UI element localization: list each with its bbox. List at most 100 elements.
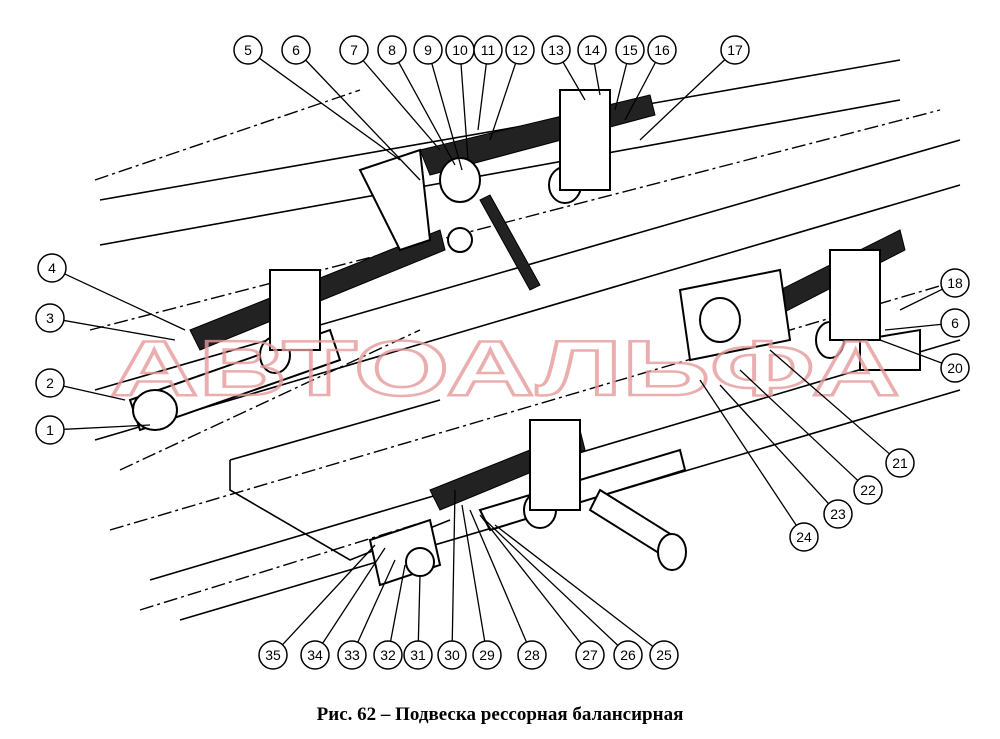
callout-label: 28 <box>524 647 540 663</box>
callout-label: 34 <box>307 647 323 663</box>
leader-line <box>739 369 859 481</box>
leader-line <box>460 63 469 161</box>
callout-label: 35 <box>265 647 281 663</box>
callout-circle <box>472 640 502 670</box>
leader-line <box>63 385 126 401</box>
axles <box>128 89 921 587</box>
callout-9: 9 <box>413 35 463 171</box>
callout-7: 7 <box>339 35 441 151</box>
leader-line <box>484 519 619 646</box>
callout-6: 6 <box>884 308 970 338</box>
leader-line <box>461 504 486 642</box>
callout-label: 16 <box>654 42 670 58</box>
callout-circle <box>615 35 645 65</box>
callout-label: 5 <box>244 42 252 58</box>
callout-20: 20 <box>879 339 970 383</box>
leader-line <box>258 57 401 161</box>
callout-circle <box>233 35 263 65</box>
callout-label: 33 <box>344 647 360 663</box>
callout-8: 8 <box>377 35 456 166</box>
leader-line <box>305 59 421 181</box>
leader-line <box>63 319 176 341</box>
callout-label: 14 <box>584 42 600 58</box>
callout-11: 11 <box>473 35 503 131</box>
callout-17: 17 <box>639 35 750 141</box>
leader-line <box>477 63 487 131</box>
callout-circle <box>377 35 407 65</box>
callout-33: 33 <box>337 559 396 670</box>
callout-label: 9 <box>424 42 432 58</box>
callout-circle <box>505 35 535 65</box>
leader-line <box>593 63 601 96</box>
callout-label: 32 <box>380 647 396 663</box>
callout-circle <box>647 35 677 65</box>
callout-15: 15 <box>614 35 645 111</box>
leader-line <box>562 61 586 101</box>
callout-circle <box>473 35 503 65</box>
callout-label: 18 <box>947 275 963 291</box>
leader-line <box>479 514 582 645</box>
callout-circle <box>613 640 643 670</box>
callout-circle <box>823 499 853 529</box>
callout-23: 23 <box>719 384 853 529</box>
callout-label: 30 <box>444 647 460 663</box>
leader-line <box>64 273 186 331</box>
callout-label: 1 <box>46 422 54 438</box>
callout-circle <box>940 308 970 338</box>
callout-label: 13 <box>548 42 564 58</box>
callout-label: 8 <box>388 42 396 58</box>
leader-line <box>624 62 657 121</box>
callout-label: 29 <box>479 647 495 663</box>
leader-line <box>63 424 151 430</box>
callout-27: 27 <box>479 514 605 670</box>
callout-label: 26 <box>620 647 636 663</box>
callout-30: 30 <box>437 489 467 670</box>
callout-label: 31 <box>410 647 426 663</box>
callout-label: 2 <box>46 375 54 391</box>
leader-line <box>362 60 441 151</box>
leader-line <box>451 489 456 642</box>
leader-line <box>398 61 456 166</box>
callout-circle <box>517 640 547 670</box>
callout-label: 4 <box>48 260 56 276</box>
callout-4: 4 <box>37 253 186 331</box>
callout-circle <box>281 35 311 65</box>
callout-31: 31 <box>403 574 433 670</box>
callout-circle <box>940 353 970 383</box>
callout-16: 16 <box>624 35 677 121</box>
leader-line <box>899 288 943 311</box>
callout-32: 32 <box>373 564 406 670</box>
callout-label: 6 <box>951 315 959 331</box>
callout-29: 29 <box>461 504 502 670</box>
callout-circle <box>35 303 65 333</box>
leader-line <box>769 349 890 455</box>
leader-line <box>417 574 421 642</box>
callout-18: 18 <box>899 268 970 311</box>
callout-21: 21 <box>769 349 915 478</box>
callout-circle <box>649 640 679 670</box>
callout-13: 13 <box>541 35 586 101</box>
callout-label: 25 <box>656 647 672 663</box>
callout-label: 12 <box>512 42 528 58</box>
leader-line <box>389 564 406 642</box>
callout-circle <box>720 35 750 65</box>
callout-label: 23 <box>830 506 846 522</box>
callout-label: 17 <box>727 42 743 58</box>
callout-circle <box>373 640 403 670</box>
callout-label: 22 <box>860 482 876 498</box>
leader-line <box>699 379 797 526</box>
figure-caption: Рис. 62 – Подвеска рессорная балансирная <box>316 704 684 725</box>
callout-26: 26 <box>484 519 643 670</box>
callout-label: 27 <box>582 647 598 663</box>
callout-35: 35 <box>258 544 376 670</box>
callout-label: 24 <box>796 529 812 545</box>
leader-line <box>639 59 726 141</box>
callout-circle <box>258 640 288 670</box>
callout-2: 2 <box>35 368 126 401</box>
leader-line <box>489 63 517 141</box>
callout-28: 28 <box>469 509 547 670</box>
leader-line <box>494 524 654 647</box>
